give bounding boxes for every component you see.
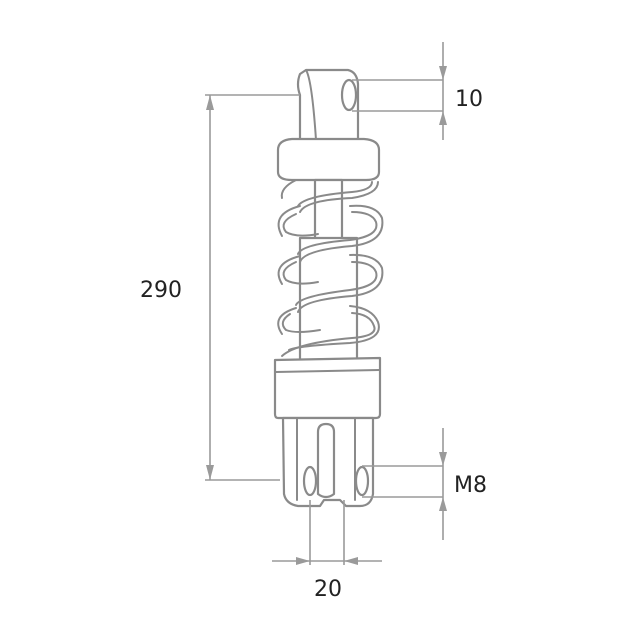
coil-spring <box>277 179 384 357</box>
damper-body <box>273 356 382 420</box>
top-spring-cap <box>276 137 381 182</box>
dimension-fork-width <box>272 500 382 565</box>
fork-width-label: 20 <box>314 577 342 602</box>
eye-diameter-label: 10 <box>455 87 483 112</box>
bottom-eye-hole-left <box>302 465 318 497</box>
bottom-eye-hole-right <box>354 465 370 497</box>
dimension-thread-size <box>362 428 447 540</box>
top-eye-mount <box>296 68 360 142</box>
dimension-overall-length <box>205 94 300 481</box>
dimension-eye-diameter <box>352 42 447 140</box>
thread-size-label: M8 <box>454 473 487 498</box>
piston-rod <box>298 178 359 362</box>
overall-length-label: 290 <box>140 278 182 303</box>
bottom-fork-mount <box>281 416 375 508</box>
top-eye-hole <box>340 78 358 112</box>
